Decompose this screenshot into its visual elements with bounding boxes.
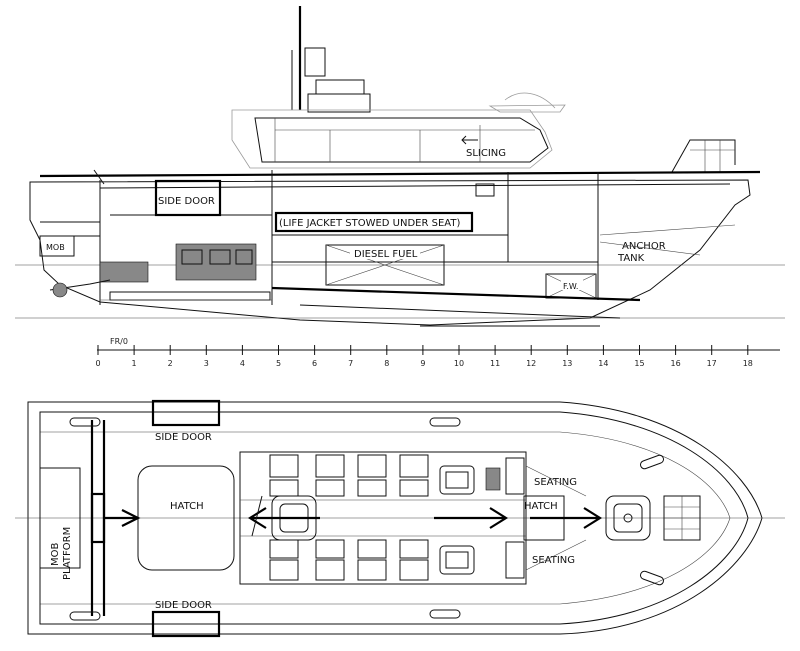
scale-unit-label: FR/0 [110, 337, 128, 346]
scale-tick-label: 18 [743, 359, 753, 368]
arrow-fwd-2 [530, 507, 603, 529]
hatch-fwd-label: HATCH [524, 501, 558, 512]
slicing-label: SLICING [466, 148, 506, 159]
side-door-bottom-label: SIDE DOOR [155, 600, 212, 611]
side-door-bottom [151, 610, 221, 638]
scale-tick-label: 8 [384, 359, 389, 368]
radar-dome [315, 79, 365, 95]
diesel-fuel-label: DIESEL FUEL [354, 249, 418, 260]
windlass [475, 183, 495, 197]
mob-platform-label-1: MOB [50, 543, 61, 566]
scale-tick-label: 9 [420, 359, 425, 368]
seat-row-upper [269, 454, 429, 497]
scale-tick-label: 2 [168, 359, 173, 368]
arrow-aft [104, 509, 141, 527]
helm-chair-icon [439, 545, 475, 575]
anchor-label: ANCHOR [622, 241, 666, 252]
scale-tick-label: 14 [598, 359, 608, 368]
scale-tick-label: 6 [312, 359, 317, 368]
console-icon [485, 467, 501, 491]
plan-view: MOB PLATFORM SIDE DOOR SIDE DOOR HATCH [15, 399, 785, 638]
hull [29, 179, 751, 326]
cleat-icon [429, 417, 461, 427]
wheelhouse [254, 117, 549, 163]
engine-bed [109, 291, 271, 301]
scale-tick-label: 13 [562, 359, 572, 368]
arrow-exit-aft [247, 507, 320, 529]
wheelhouse-outline [231, 109, 553, 169]
helm-chair-icon [439, 465, 475, 495]
gearbox [99, 261, 149, 283]
seating-top-label: SEATING [534, 477, 577, 488]
scale-tick-label: 12 [526, 359, 536, 368]
mob-platform [39, 467, 81, 569]
mob-box [39, 235, 75, 257]
cleat-icon [639, 570, 665, 586]
side-door-top [151, 399, 221, 427]
seating-bottom-label: SEATING [532, 555, 575, 566]
cleat-icon [639, 454, 665, 470]
scale-tick-label: 16 [671, 359, 681, 368]
deck-line [39, 170, 761, 178]
console-fwd-bottom [505, 541, 525, 579]
tank-label: TANK [617, 253, 645, 264]
door-hatch-fwd [605, 495, 651, 541]
scale-tick-label: 5 [276, 359, 281, 368]
scale-tick-label: 0 [95, 359, 100, 368]
cleat-icon [69, 611, 101, 621]
cleat-icon [69, 417, 101, 427]
life-jacket-box [274, 211, 474, 233]
diesel-tank [325, 244, 445, 286]
slicing-arrow [461, 135, 478, 145]
mob-platform-label-2: PLATFORM [62, 527, 73, 580]
hatch-aft-label: HATCH [170, 501, 204, 512]
bow-rail [671, 139, 736, 173]
scale-tick-label: 4 [240, 359, 245, 368]
console-fwd-top [505, 457, 525, 495]
life-jacket-label: (LIFE JACKET STOWED UNDER SEAT) [279, 218, 460, 229]
mob-label: MOB [46, 243, 65, 252]
side-door-frame [154, 179, 222, 217]
cabin-outline [239, 451, 527, 585]
radar-housing [304, 47, 326, 77]
side-door-top-label: SIDE DOOR [155, 432, 212, 443]
scale-tick-label: 3 [204, 359, 209, 368]
scale-tick-label: 10 [454, 359, 464, 368]
roof-rail [488, 104, 566, 113]
propeller-icon [52, 282, 68, 298]
flybridge [307, 93, 371, 113]
scale-tick-label: 17 [707, 359, 717, 368]
cleat-icon [429, 609, 461, 619]
fw-label: F.W. [563, 282, 578, 291]
side-door-label: SIDE DOOR [158, 196, 215, 207]
profile-view: SLICING SIDE DOOR (LIFE JACKET STOWED UN… [15, 6, 785, 327]
arrow-fwd-1 [434, 507, 509, 529]
engine-block [175, 243, 257, 281]
scale-tick-label: 7 [348, 359, 353, 368]
scale-tick-label: 11 [490, 359, 500, 368]
scale-tick-label: 15 [634, 359, 644, 368]
scale-tick-label: 1 [132, 359, 137, 368]
seat-row-lower [269, 539, 429, 581]
